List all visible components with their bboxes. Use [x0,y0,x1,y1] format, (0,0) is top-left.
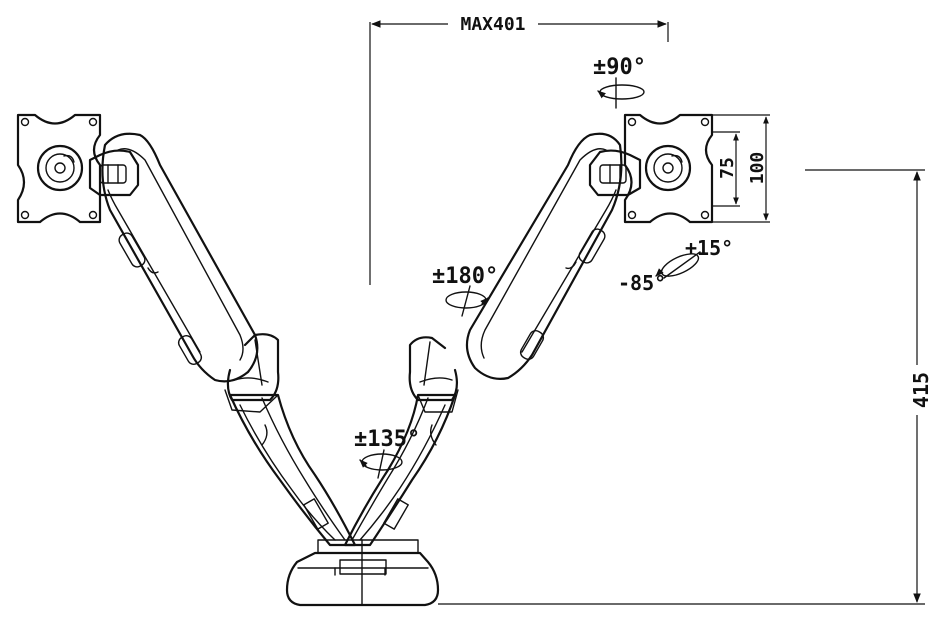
tilt-down-label: -85° [618,271,666,295]
left-elbow-joint [226,333,280,402]
right-tilt-head [588,149,642,197]
left-vesa-plate [16,113,102,224]
left-tilt-head [88,149,140,197]
desk-base [285,539,440,607]
left-upper-arm [101,132,259,383]
right-vesa-plate [623,113,714,224]
right-elbow-joint [408,336,459,402]
max-reach-label: MAX401 [460,14,525,35]
rotation-180-label: ±180° [432,264,498,289]
height-label: 415 [909,372,933,408]
right-lower-arm [343,389,459,547]
rotation-180-callout: ±180° [432,264,498,317]
rotation-135-label: ±135° [354,427,420,452]
vesa-dimension: 75 100 [712,114,770,223]
height-dimension: 415 [438,169,933,605]
tilt-up-label: +15° [685,236,733,260]
vesa-large-label: 100 [747,152,768,185]
rotation-90-callout: ±90° [593,55,646,109]
vesa-small-label: 75 [717,157,738,179]
rotation-135-callout: ±135° [354,427,420,479]
max-reach-dimension: MAX401 [369,12,669,285]
tilt-callout: +15° -85° [618,236,733,295]
left-lower-arm [224,389,357,547]
rotation-90-label: ±90° [593,55,646,80]
right-upper-arm [465,132,623,380]
